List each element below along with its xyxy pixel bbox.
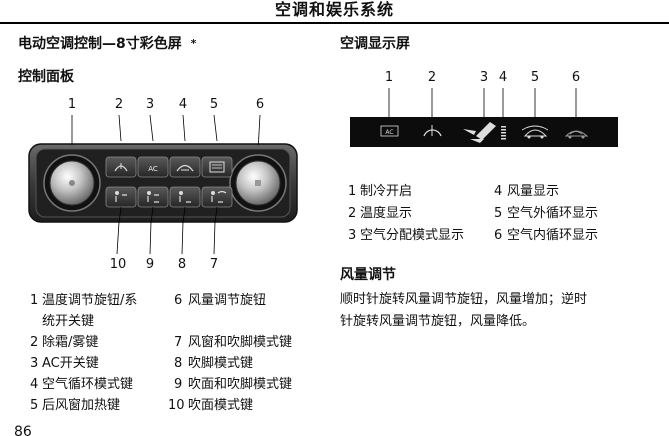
list-item: 3 空气分配模式显示 6 空气内循环显示 [348,225,648,247]
legend-num: 3 [30,356,39,371]
panel-callout-1: 1 [67,97,77,112]
feet-mode-button-shape [169,186,201,208]
display-ac-label: AC [385,129,393,136]
fan-speed-knob [229,154,287,212]
legend-text: 空气分配模式显示 [360,228,465,243]
panel-callout-10: 10 [109,257,127,272]
fan-description: 顺时针旋转风量调节旋钮，风量增加；逆时 针旋转风量调节旋钮，风量降低。 [340,289,650,333]
legend-text: 温度显示 [360,206,413,221]
legend-num: 8 [174,356,183,371]
legend-text: AC开关键 [42,356,99,371]
defrost-button-shape [105,156,137,178]
panel-callout-9: 9 [145,257,155,272]
legend-text: 后风窗加热键 [42,398,121,413]
legend-text: 吹面模式键 [188,398,254,413]
legend-text-cont: 统开关键 [42,314,95,329]
display-callout-3: 3 [479,70,489,85]
legend-text: 吹面和吹脚模式键 [188,377,293,392]
rear-defrost-button-shape [201,156,233,178]
legend-text: 风量显示 [507,184,560,199]
legend-num: 4 [494,184,503,199]
list-item: 3 AC开关键 8 吹脚模式键 [30,353,330,374]
legend-num: 6 [494,228,503,243]
panel-callout-7: 7 [209,257,219,272]
legend-num: 5 [494,206,503,221]
ac-indicator-icon: AC [380,125,399,137]
display-callout-5: 5 [530,70,540,85]
legend-num: 5 [30,398,39,413]
outside-air-icon [521,125,549,139]
panel-top-leaders [71,114,261,145]
legend-num: 2 [348,206,357,221]
list-item: 1 制冷开启 4 风量显示 [348,181,648,203]
legend-text: 制冷开启 [360,184,413,199]
legend-text: 温度调节旋钮/系 [42,293,138,308]
display-callout-1: 1 [384,70,394,85]
list-item: 统开关键 [30,311,330,332]
recirculation-button-shape [169,156,201,178]
legend-text: 除霜/雾键 [42,335,99,350]
display-callout-2: 2 [427,70,437,85]
legend-num: 10 [168,398,185,413]
legend-text: 空气外循环显示 [507,206,599,221]
control-panel-illustration: AC [28,143,298,223]
list-item: 1 温度调节旋钮/系 6 风量调节旋钮 [30,290,330,311]
face-feet-mode-button-shape [137,186,169,208]
fan-description-line-1: 顺时针旋转风量调节旋钮，风量增加；逆时 [340,292,588,307]
header-rule [0,22,669,24]
panel-callout-3: 3 [145,97,155,112]
fan-speed-bars-icon [501,126,506,140]
legend-num: 1 [348,184,357,199]
section-title-climate-control: 电动空调控制—8寸彩色屏 * [18,35,196,53]
list-item: 2 温度显示 5 空气外循环显示 [348,203,648,225]
panel-callout-5: 5 [209,97,219,112]
section-title-text: 电动空调控制—8寸彩色屏 [18,36,182,52]
panel-callout-4: 4 [178,97,188,112]
panel-bottom-leaders [116,222,216,255]
legend-num: 4 [30,377,39,392]
climate-display-illustration: AC [350,88,618,147]
air-distribution-icon [463,122,496,143]
legend-text: 风窗和吹脚模式键 [188,335,293,350]
fan-description-line-2: 针旋转风量调节旋钮，风量降低。 [340,314,536,329]
face-mode-button-shape [105,186,137,208]
panel-ac-label: AC [148,165,158,173]
legend-text: 空气循环模式键 [42,377,134,392]
legend-num: 2 [30,335,39,350]
legend-text: 空气内循环显示 [507,228,599,243]
section-title-fan: 风量调节 [340,267,396,283]
panel-callout-2: 2 [114,97,124,112]
legend-num: 9 [174,377,183,392]
list-item: 4 空气循环模式键 9 吹面和吹脚模式键 [30,374,330,395]
panel-callout-6: 6 [255,97,265,112]
display-callout-6: 6 [571,70,581,85]
subsection-title-control-panel: 控制面板 [18,69,74,85]
temperature-knob [43,154,101,212]
temperature-gauge-icon [423,125,442,137]
legend-num: 3 [348,228,357,243]
legend-num: 6 [174,293,183,308]
legend-num: 1 [30,293,39,308]
windshield-feet-mode-button-shape [201,186,233,208]
recirculation-icon [564,130,589,139]
page-header-title: 空调和娱乐系统 [274,0,394,19]
list-item: 2 除霜/雾键 7 风窗和吹脚模式键 [30,332,330,353]
section-title-mark: * [190,37,197,50]
panel-callout-8: 8 [177,257,187,272]
display-legend: 1 制冷开启 4 风量显示 2 温度显示 5 空气外循环显示 3 空气分配模式显… [348,181,648,247]
legend-text: 吹脚模式键 [188,356,254,371]
section-title-display: 空调显示屏 [340,36,410,52]
legend-text: 风量调节旋钮 [188,293,267,308]
panel-legend: 1 温度调节旋钮/系 6 风量调节旋钮 统开关键 2 除霜/雾键 7 风窗和吹脚… [30,290,330,416]
ac-button-shape: AC [137,156,169,178]
display-callout-4: 4 [498,70,508,85]
legend-num: 7 [174,335,183,350]
list-item: 5 后风窗加热键 10 吹面模式键 [30,395,330,416]
page-number: 86 [14,424,32,436]
